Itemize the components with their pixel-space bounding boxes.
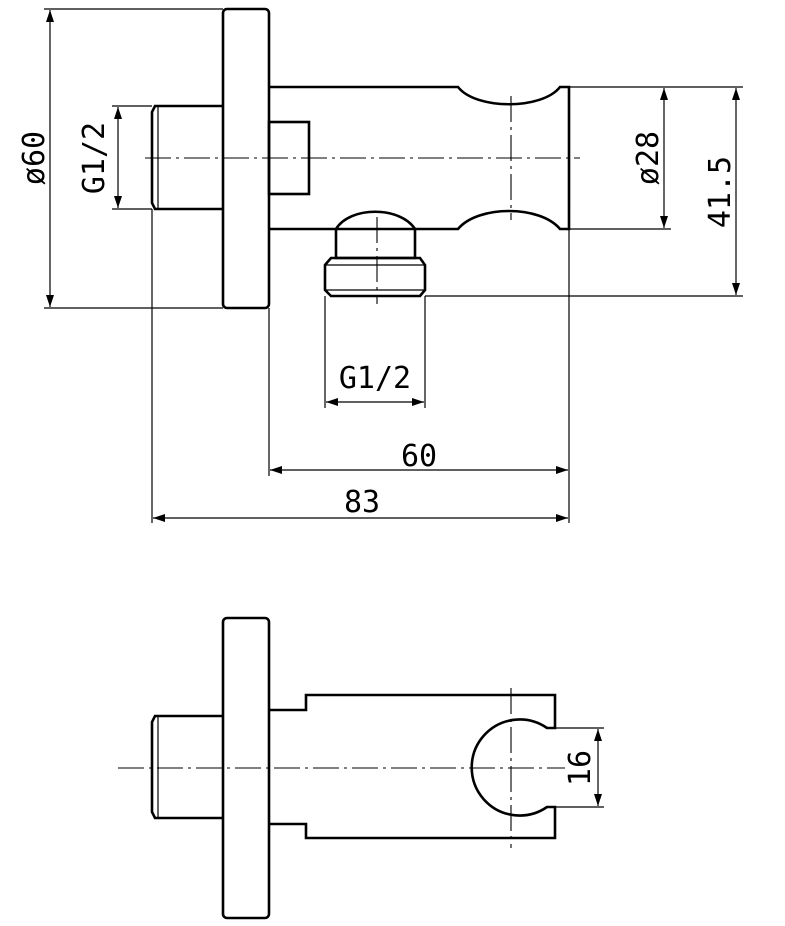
side-holder-body [269,693,557,840]
body-length-label: 60 [401,439,437,474]
outlet-elbow [334,210,417,260]
flange-diameter-label: ø60 [17,131,52,185]
holder-opening-label: 16 [563,750,598,786]
overall-length-label: 83 [344,485,380,520]
inlet-thread-label: G1/2 [77,122,112,194]
body-diameter-label: ø28 [631,131,666,185]
outlet-thread-label: G1/2 [339,361,411,396]
side-inlet-nipple [150,714,223,820]
outlet-thread [323,256,427,298]
side-view: 16 [118,616,604,920]
height-label: 41.5 [703,156,738,228]
top-view: ø60 G1/2 ø28 41.5 G1/2 60 83 [17,7,743,523]
